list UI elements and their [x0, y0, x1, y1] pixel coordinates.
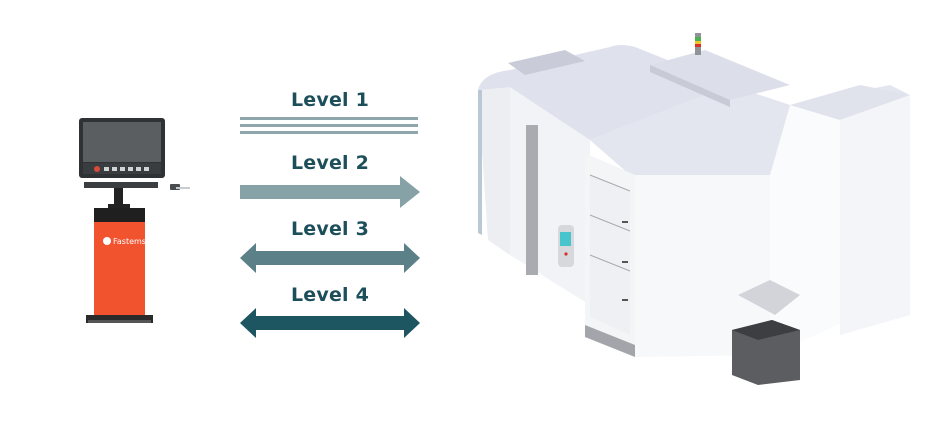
machine-tool	[470, 25, 920, 395]
level-1-label: Level 1	[290, 89, 369, 111]
machine-tool-illustration	[478, 33, 910, 385]
double-arrow-icon	[240, 308, 420, 338]
control-station: Fastems	[70, 110, 200, 340]
brand-label: Fastems	[113, 237, 146, 246]
level-3-label: Level 3	[290, 218, 369, 240]
level-4-connector	[240, 308, 422, 338]
level-1-connector	[240, 117, 420, 135]
level-2-connector	[240, 176, 422, 208]
arrow-right-icon	[240, 176, 420, 208]
level-2-label: Level 2	[290, 152, 369, 174]
control-station-illustration: Fastems	[79, 118, 190, 323]
double-arrow-icon	[240, 243, 420, 273]
cabinet	[94, 222, 145, 318]
level-4-label: Level 4	[290, 284, 369, 306]
level-3-connector	[240, 243, 422, 273]
parallel-lines-icon	[240, 117, 418, 134]
